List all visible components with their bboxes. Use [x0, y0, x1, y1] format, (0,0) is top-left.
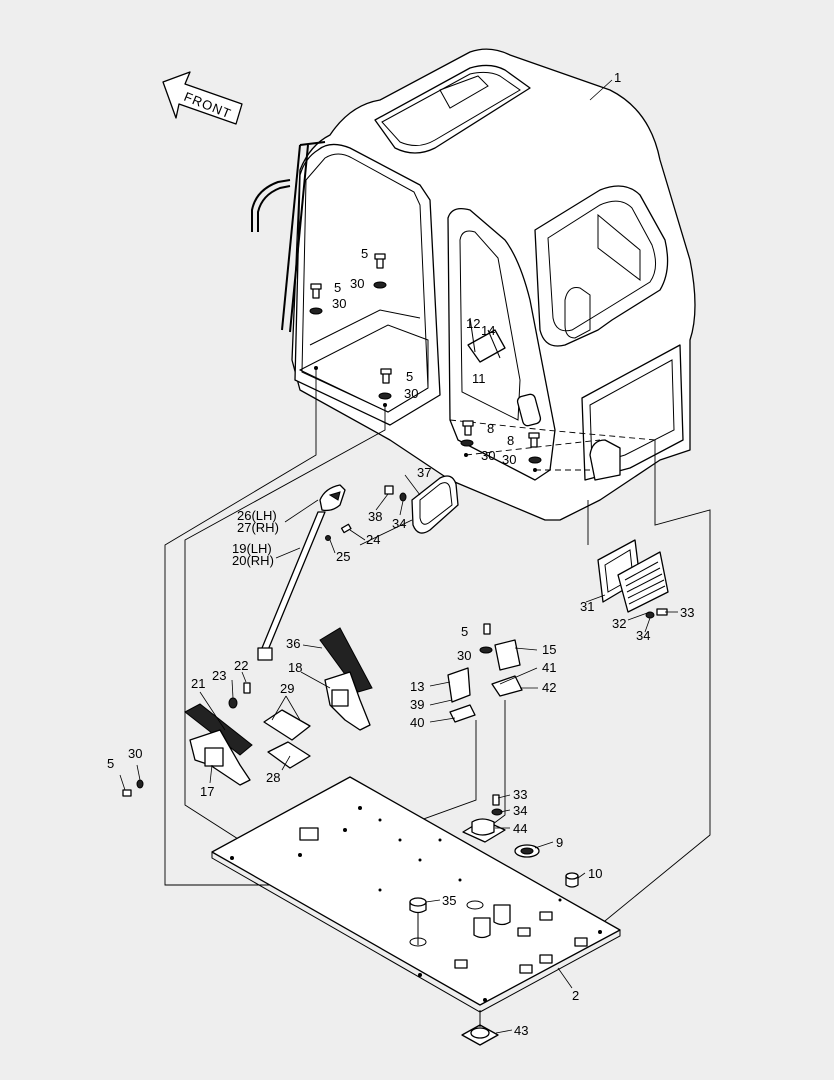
callout-12: 12 — [466, 316, 480, 331]
callout-30: 30 — [128, 746, 142, 761]
cab-assembly — [251, 48, 696, 521]
callout-26-lh: 26(LH) — [237, 508, 277, 523]
bolt-icon — [528, 432, 540, 448]
pedal-right — [319, 627, 373, 731]
callout-34: 34 — [513, 803, 527, 818]
callout-8: 8 — [507, 433, 514, 448]
callout-15: 15 — [542, 642, 556, 657]
grommet-37 — [384, 475, 459, 534]
callout-21: 21 — [191, 676, 205, 691]
callout-35: 35 — [442, 893, 456, 908]
callout-5: 5 — [461, 624, 468, 639]
callout-13: 13 — [410, 679, 424, 694]
callout-44: 44 — [513, 821, 527, 836]
callout-30: 30 — [481, 448, 495, 463]
plates-28-29 — [263, 709, 311, 769]
callout-36: 36 — [286, 636, 300, 651]
callout-22: 22 — [234, 658, 248, 673]
callout-34: 34 — [392, 516, 406, 531]
bolt-icon — [374, 253, 386, 269]
callout-27-rh: 27(RH) — [237, 520, 279, 535]
callout-5: 5 — [361, 246, 368, 261]
callout-1: 1 — [614, 70, 621, 85]
callout-11: 11 — [472, 371, 486, 386]
callout-40: 40 — [410, 715, 424, 730]
callout-30: 30 — [332, 296, 346, 311]
callout-5: 5 — [406, 369, 413, 384]
callout-38: 38 — [368, 509, 382, 524]
bolt-icon — [380, 368, 392, 384]
leader-lines — [119, 79, 678, 1034]
air-vent — [597, 539, 669, 619]
callout-31: 31 — [580, 599, 594, 614]
callout-30: 30 — [404, 386, 418, 401]
callout-23: 23 — [212, 668, 226, 683]
callout-33: 33 — [680, 605, 694, 620]
callout-30: 30 — [350, 276, 364, 291]
callout-25: 25 — [336, 549, 350, 564]
callout-5: 5 — [334, 280, 341, 295]
callout-33: 33 — [513, 787, 527, 802]
front-arrow-icon: FRONT — [162, 71, 243, 125]
callout-5: 5 — [107, 756, 114, 771]
callout-20-rh: 20(RH) — [232, 553, 274, 568]
cab-fasteners — [309, 253, 542, 464]
callout-19-lh: 19(LH) — [232, 541, 272, 556]
floor-plate — [211, 776, 621, 1013]
brackets — [122, 623, 523, 797]
callout-2: 2 — [572, 988, 579, 1003]
callout-34: 34 — [636, 628, 650, 643]
callout-14: 14 — [481, 323, 495, 338]
callout-8: 8 — [487, 421, 494, 436]
callout-18: 18 — [288, 660, 302, 675]
callout-28: 28 — [266, 770, 280, 785]
callout-30: 30 — [457, 648, 471, 663]
callout-42: 42 — [542, 680, 556, 695]
callout-39: 39 — [410, 697, 424, 712]
callout-17: 17 — [200, 784, 214, 799]
callout-9: 9 — [556, 835, 563, 850]
callout-10: 10 — [588, 866, 602, 881]
bolt-icon — [122, 789, 132, 797]
bolt-icon — [462, 420, 474, 436]
callout-43: 43 — [514, 1023, 528, 1038]
callout-41: 41 — [542, 660, 556, 675]
floor-fittings — [409, 794, 579, 1046]
pedal-left — [184, 682, 253, 786]
callout-37: 37 — [417, 465, 431, 480]
travel-lever — [257, 484, 352, 661]
callout-24: 24 — [366, 532, 380, 547]
callout-32: 32 — [612, 616, 626, 631]
bolt-icon — [310, 283, 322, 299]
callout-labels: 1 2 5 30 5 30 5 30 12 14 11 8 8 30 30 37… — [107, 70, 694, 1038]
callout-29: 29 — [280, 681, 294, 696]
callout-30: 30 — [502, 452, 516, 467]
